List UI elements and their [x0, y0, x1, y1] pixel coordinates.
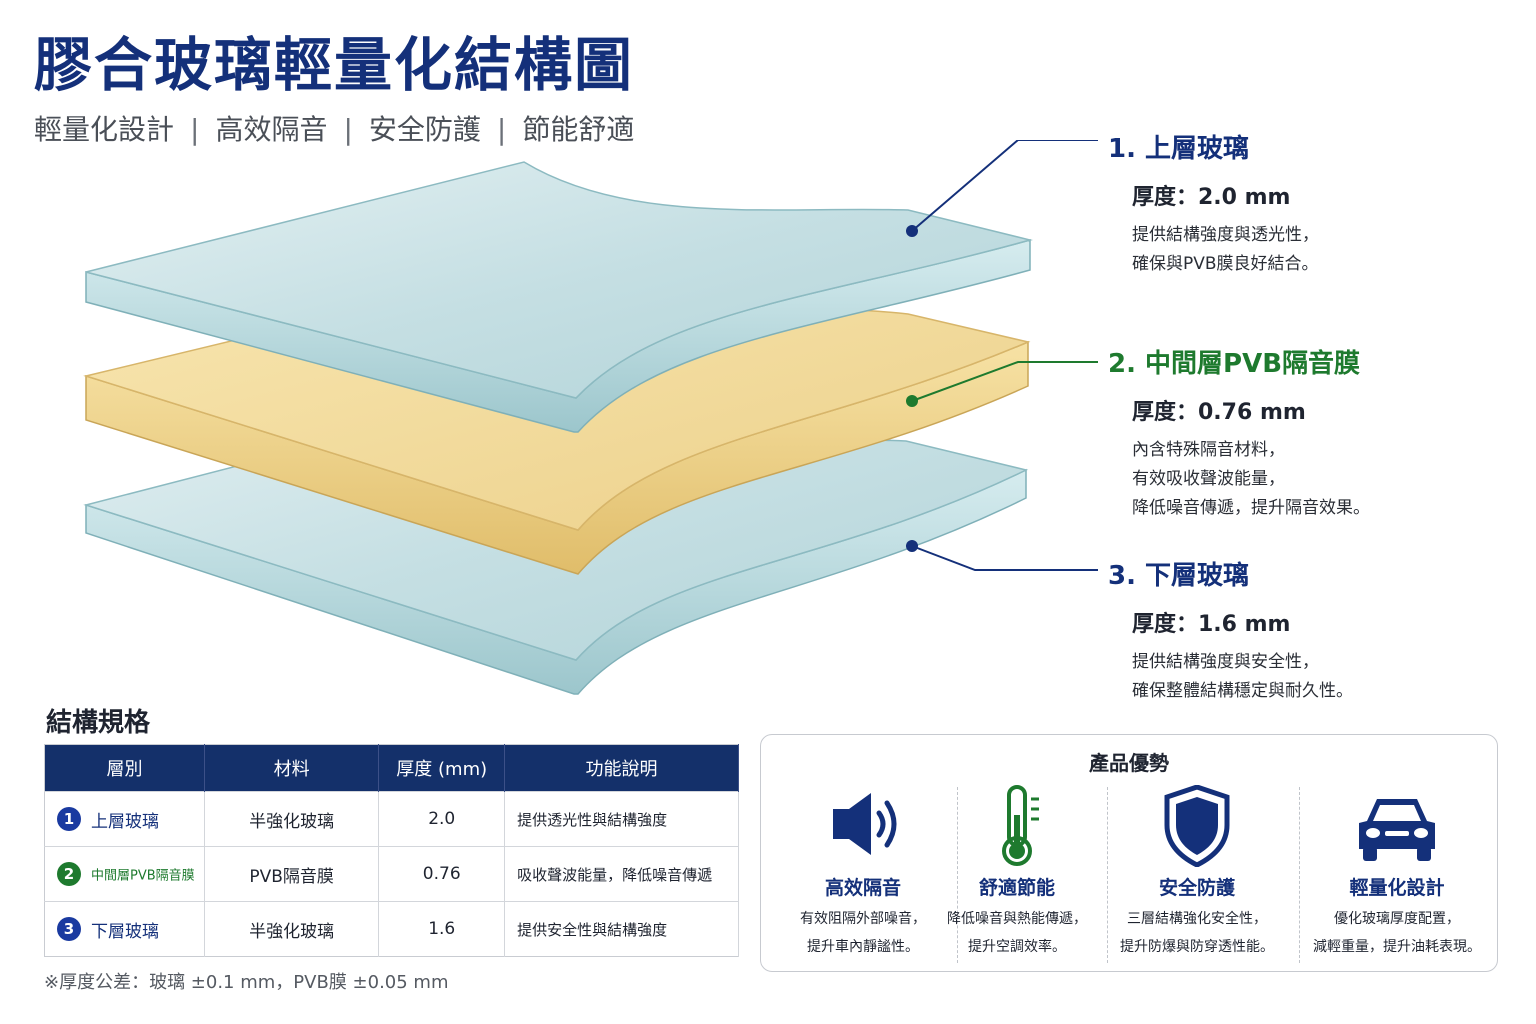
layer-info-top-glass: 1. 上層玻璃 厚度：2.0 mm 提供結構強度與透光性， 確保與PVB膜良好結…: [1108, 128, 1319, 279]
subtitle-keywords: 輕量化設計 | 高效隔音 | 安全防護 | 節能舒適: [34, 108, 634, 148]
desc-line: 提升車內靜謐性。: [807, 939, 919, 955]
advantage-name: 舒適節能: [978, 877, 1055, 899]
car-icon: [1359, 799, 1435, 861]
desc-line: 提升防爆與防穿透性能。: [1120, 939, 1274, 955]
column-header: 材料: [204, 744, 380, 792]
desc-line: 優化玻璃厚度配置，: [1334, 911, 1460, 927]
advantage-soundproof: 高效隔音 有效阻隔外部噪音， 提升車內靜謐性。: [773, 785, 953, 965]
advantage-safety: 安全防護 三層結構強化安全性， 提升防爆與防穿透性能。: [1107, 785, 1287, 965]
desc-line: 確保整體結構穩定與耐久性。: [1132, 681, 1353, 701]
advantage-name: 高效隔音: [824, 877, 901, 899]
divider: [957, 787, 958, 963]
thickness-cell: 0.76: [378, 846, 506, 902]
desc-line: 減輕重量，提升油耗表現。: [1313, 939, 1481, 955]
layer-description: 內含特殊隔音材料， 有效吸收聲波能量， 降低噪音傳遞，提升隔音效果。: [1132, 436, 1370, 523]
material-cell: 半強化玻璃: [204, 901, 380, 957]
column-header: 功能說明: [504, 744, 739, 792]
keyword: 安全防護: [368, 113, 481, 146]
desc-line: 提供結構強度與透光性，: [1132, 225, 1319, 245]
layer-description: 提供結構強度與安全性， 確保整體結構穩定與耐久性。: [1132, 648, 1353, 706]
layer-info-bottom-glass: 3. 下層玻璃 厚度：1.6 mm 提供結構強度與安全性， 確保整體結構穩定與耐…: [1108, 555, 1353, 706]
layer-title: 3. 下層玻璃: [1108, 561, 1250, 591]
column-header: 厚度 (mm): [378, 744, 506, 792]
advantage-comfort: 舒適節能 降低噪音與熱能傳遞， 提升空調效率。: [927, 785, 1107, 965]
table-row: 2 中間層PVB隔音膜 PVB隔音膜 0.76 吸收聲波能量，降低噪音傳遞: [44, 846, 739, 902]
tolerance-footnote: ※厚度公差：玻璃 ±0.1 mm，PVB膜 ±0.05 mm: [44, 972, 449, 993]
desc-line: 有效阻隔外部噪音，: [800, 911, 926, 927]
spec-table: 層別 材料 厚度 (mm) 功能說明 1 上層玻璃 半強化玻璃 2.0 提供透光性…: [44, 744, 739, 957]
leader-line-top: [911, 140, 1098, 232]
desc-line: 有效吸收聲波能量，: [1132, 469, 1285, 489]
advantage-desc: 有效阻隔外部噪音， 提升車內靜謐性。: [765, 905, 961, 961]
layer-name: 中間層PVB隔音膜: [91, 868, 195, 884]
desc-line: 內含特殊隔音材料，: [1132, 440, 1285, 460]
layer-thickness: 厚度：0.76 mm: [1132, 400, 1306, 425]
layer-cell: 1 上層玻璃: [44, 791, 205, 847]
spec-section-title: 結構規格: [46, 708, 151, 738]
advantage-desc: 優化玻璃厚度配置， 減輕重量，提升油耗表現。: [1299, 905, 1495, 961]
speaker-icon: [833, 793, 897, 855]
marker-dot-top: [906, 225, 918, 237]
desc-line: 確保與PVB膜良好結合。: [1132, 254, 1319, 274]
layer-title: 1. 上層玻璃: [1108, 134, 1250, 164]
desc-line: 降低噪音傳遞，提升隔音效果。: [1132, 498, 1370, 518]
keyword: 輕量化設計: [34, 113, 175, 146]
table-row: 1 上層玻璃 半強化玻璃 2.0 提供透光性與結構強度: [44, 791, 739, 847]
table-header-row: 層別 材料 厚度 (mm) 功能說明: [44, 744, 739, 792]
thermometer-icon: [1002, 785, 1039, 866]
advantages-title: 產品優勢: [1089, 751, 1169, 775]
advantage-desc: 降低噪音與熱能傳遞， 提升空調效率。: [919, 905, 1115, 961]
thickness-cell: 1.6: [378, 901, 506, 957]
advantage-lightweight: 輕量化設計 優化玻璃厚度配置， 減輕重量，提升油耗表現。: [1307, 785, 1487, 965]
keyword: 節能舒適: [522, 113, 635, 146]
table-row: 3 下層玻璃 半強化玻璃 1.6 提供安全性與結構強度: [44, 901, 739, 957]
thickness-cell: 2.0: [378, 791, 506, 847]
layer-description: 提供結構強度與透光性， 確保與PVB膜良好結合。: [1132, 221, 1319, 279]
layer-thickness: 厚度：1.6 mm: [1132, 612, 1291, 637]
page-title: 膠合玻璃輕量化結構圖: [34, 31, 635, 99]
desc-line: 提升空調效率。: [968, 939, 1066, 955]
layer-thickness: 厚度：2.0 mm: [1132, 185, 1291, 210]
layer-name: 下層玻璃: [91, 921, 159, 942]
number-badge: 3: [57, 917, 81, 941]
shield-icon: [1164, 785, 1230, 867]
material-cell: PVB隔音膜: [204, 846, 380, 902]
keyword: 高效隔音: [215, 113, 328, 146]
layer-info-pvb: 2. 中間層PVB隔音膜 厚度：0.76 mm 內含特殊隔音材料， 有效吸收聲波…: [1108, 343, 1370, 523]
layer-title: 2. 中間層PVB隔音膜: [1108, 349, 1361, 379]
number-badge: 2: [57, 862, 81, 886]
separator: |: [496, 113, 507, 146]
column-header: 層別: [44, 744, 205, 792]
advantage-name: 安全防護: [1158, 877, 1235, 899]
layer-cell: 2 中間層PVB隔音膜: [44, 846, 205, 902]
top-glass-layer: [85, 161, 1033, 433]
marker-dot-bottom: [906, 540, 918, 552]
function-cell: 提供安全性與結構強度: [504, 901, 739, 957]
function-cell: 提供透光性與結構強度: [504, 791, 739, 847]
function-cell: 吸收聲波能量，降低噪音傳遞: [504, 846, 739, 902]
desc-line: 提供結構強度與安全性，: [1132, 652, 1319, 672]
advantage-name: 輕量化設計: [1349, 877, 1445, 899]
advantage-desc: 三層結構強化安全性， 提升防爆與防穿透性能。: [1099, 905, 1295, 961]
advantages-panel: 產品優勢 高效隔音 有效阻隔外部噪音， 提升車內靜謐性。 舒適節能 降低噪音與熱…: [760, 734, 1498, 972]
desc-line: 三層結構強化安全性，: [1127, 911, 1267, 927]
separator: |: [343, 113, 353, 146]
divider: [1299, 787, 1300, 963]
number-badge: 1: [57, 807, 81, 831]
layer-name: 上層玻璃: [91, 811, 159, 832]
leader-line-bottom: [911, 545, 1098, 571]
divider: [1107, 787, 1108, 963]
layer-cell: 3 下層玻璃: [44, 901, 205, 957]
desc-line: 降低噪音與熱能傳遞，: [947, 911, 1087, 927]
leader-lines: [906, 140, 1098, 571]
laminated-glass-illustration: [83, 140, 1098, 695]
leader-line-middle: [911, 361, 1098, 402]
separator: |: [190, 113, 200, 146]
marker-dot-middle: [906, 395, 918, 407]
material-cell: 半強化玻璃: [204, 791, 380, 847]
